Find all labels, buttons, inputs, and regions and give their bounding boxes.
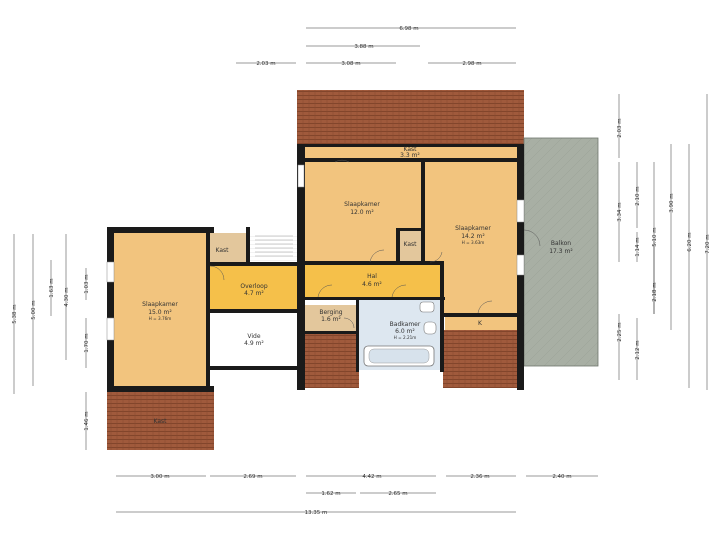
dim-bottom-2-69: 2.69 m [243, 474, 262, 480]
dim-left-1-46: 1.46 m [84, 411, 90, 430]
dim-bottom-1-62: 1.62 m [321, 491, 340, 497]
dim-left-5-38: 5.38 m [12, 304, 18, 323]
vide-label: Vide [247, 333, 260, 340]
dim-bottom-2-36: 2.36 m [470, 474, 489, 480]
dim-bottom-3-00: 3.00 m [150, 474, 169, 480]
dim-right-3-90: 3.90 m [669, 193, 675, 212]
dim-right-2-25: 2.25 m [617, 322, 623, 341]
balkon-label: Balkon [551, 240, 571, 247]
windows [106, 164, 525, 341]
kast-mid-area [399, 230, 421, 262]
dim-left-4-30: 4.30 m [64, 287, 70, 306]
vide-area [210, 313, 297, 367]
dim-right-6-20: 6.20 m [687, 232, 693, 251]
badkamer-area-text: 6.0 m² [395, 328, 415, 335]
hal-area-text: 4.6 m² [362, 281, 382, 288]
slaapkamer-2-height: H = 3.63m [462, 240, 485, 245]
top-dimension-lines [236, 27, 516, 64]
dim-left-1-70: 1.70 m [84, 333, 90, 352]
left-dimension-lines [13, 234, 87, 450]
slaapkamer-1-label: Slaapkamer [344, 201, 380, 208]
roof-bottom-mid [297, 330, 359, 388]
kast-top-label: Kast [404, 146, 418, 153]
bathtub-inner [368, 348, 430, 364]
dim-right-7-20: 7.20 m [705, 234, 711, 253]
balkon-area-text: 17.3 m² [549, 248, 573, 255]
bottom-dimension-lines [116, 475, 598, 513]
dim-right-2-03: 2.03 m [617, 118, 623, 137]
dim-right-2-12: 2.12 m [635, 340, 641, 359]
roof-top [297, 90, 524, 145]
dim-top-2-03: 2.03 m [256, 61, 275, 67]
dim-left-1-63: 1.63 m [49, 278, 55, 297]
dim-bottom-13-35: 13.35 m [305, 510, 328, 516]
dim-top-2-98: 2.98 m [462, 61, 481, 67]
balcony-area [523, 137, 599, 367]
washbasin [423, 321, 437, 335]
overloop-area-text: 4.7 m² [244, 290, 264, 297]
hal-label: Hal [367, 273, 377, 280]
doors [209, 159, 541, 329]
hal-area [305, 265, 443, 298]
slaapkamer-3-area [114, 233, 206, 386]
roof-bottom-right [443, 330, 524, 388]
k-area [445, 317, 517, 330]
dim-top-3-08: 3.08 m [341, 61, 360, 67]
kast-top-area-text: 3.3 m² [400, 152, 420, 159]
toilet [419, 301, 435, 313]
kast-top-area [305, 146, 517, 159]
dim-right-5-10: 5.10 m [652, 227, 658, 246]
kast-left-label: Kast [216, 247, 230, 254]
dim-left-1-03: 1.03 m [84, 274, 90, 293]
badkamer-height: H = 2.21m [394, 335, 417, 340]
kast-left-area [210, 233, 247, 263]
slaapkamer-3-area-text: 15.0 m² [148, 309, 172, 316]
dim-bottom-4-42: 4.42 m [362, 474, 381, 480]
slaapkamer-3-height: H = 3.76m [149, 316, 172, 321]
dim-right-2-10: 2.10 m [635, 186, 641, 205]
kast-bottom-area [114, 396, 206, 448]
k-label: K [478, 320, 483, 327]
dim-bottom-2-40: 2.40 m [552, 474, 571, 480]
kast-bottom-label: Kast [154, 418, 168, 425]
right-dimension-lines [618, 94, 708, 390]
berging-area [305, 305, 357, 331]
walls [107, 144, 524, 392]
dim-right-3-34: 3.34 m [617, 202, 623, 221]
berging-area-text: 1.6 m² [321, 316, 341, 323]
overloop-label: Overloop [240, 283, 267, 290]
dim-right-1-14: 1.14 m [635, 237, 641, 256]
badkamer-label: Badkamer [390, 321, 421, 328]
vide-area-text: 4.9 m² [244, 340, 264, 347]
dim-left-5-00: 5.00 m [31, 300, 37, 319]
dim-top-6-98: 6.98 m [399, 26, 418, 32]
dim-top-3-88: 3.88 m [354, 44, 373, 50]
dim-bottom-2-65: 2.65 m [388, 491, 407, 497]
berging-label: Berging [319, 309, 342, 316]
dim-right-2-18: 2.18 m [652, 282, 658, 301]
overloop-area [210, 266, 298, 310]
slaapkamer-3-label: Slaapkamer [142, 301, 178, 308]
slaapkamer-2-label: Slaapkamer [455, 225, 491, 232]
kast-mid-label: Kast [404, 241, 418, 248]
slaapkamer-1-area-text: 12.0 m² [350, 209, 374, 216]
slaapkamer-2-area-text: 14.2 m² [461, 233, 485, 240]
stair-lines [255, 235, 293, 257]
